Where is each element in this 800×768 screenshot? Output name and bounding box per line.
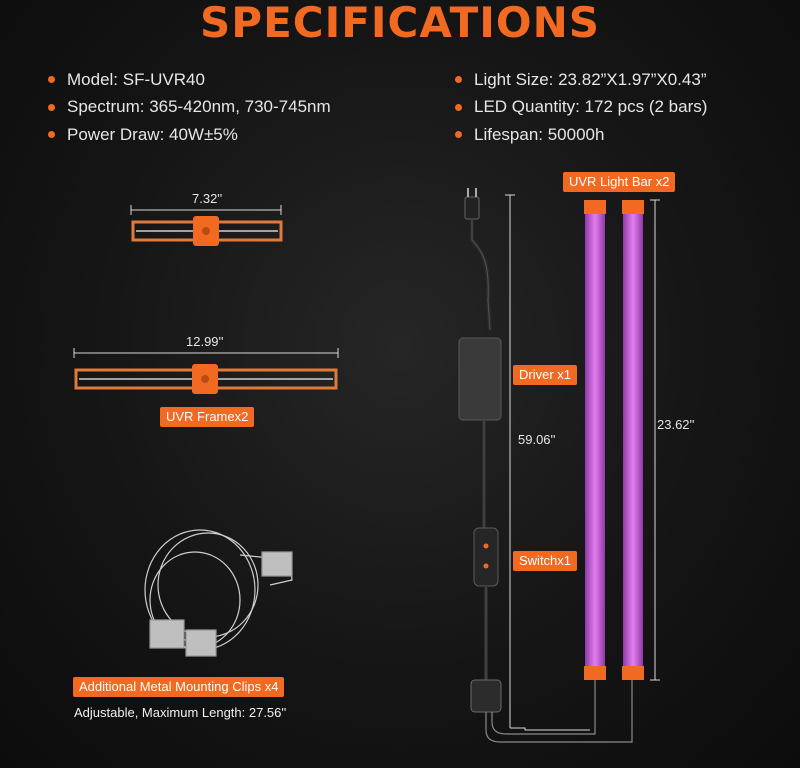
bullet-icon — [48, 131, 55, 139]
bullet-icon — [455, 103, 462, 111]
frame-large-width: 12.99'' — [186, 334, 224, 349]
mounting-clips-icon — [144, 529, 293, 657]
spec-text: Model: SF-UVR40 — [67, 69, 205, 89]
driver-icon — [458, 337, 502, 421]
switch-label: Switchx1 — [513, 551, 578, 571]
clips-note: Adjustable, Maximum Length: 27.56'' — [74, 705, 287, 720]
switch-icon — [473, 527, 499, 587]
clips-label: Additional Metal Mounting Clips x4 — [73, 677, 285, 697]
cable-splitter-icon — [470, 678, 633, 743]
frame-label: UVR Framex2 — [160, 407, 255, 427]
bullet-icon — [455, 131, 462, 139]
frame-small-width: 7.32'' — [192, 191, 223, 206]
power-plug-icon — [464, 188, 480, 220]
spec-item-lifespan: Lifespan: 50000h — [455, 121, 707, 149]
spec-text: Spectrum: 365-420nm, 730-745nm — [67, 97, 331, 117]
spec-text: LED Quantity: 172 pcs (2 bars) — [474, 97, 708, 117]
spec-item-spectrum: Spectrum: 365-420nm, 730-745nm — [48, 94, 331, 122]
spec-text: Lifespan: 50000h — [474, 124, 605, 144]
bullet-icon — [48, 76, 55, 84]
spec-text: Light Size: 23.82”X1.97”X0.43” — [474, 69, 707, 89]
spec-item-led-quantity: LED Quantity: 172 pcs (2 bars) — [455, 94, 707, 122]
spec-item-power: Power Draw: 40W±5% — [48, 121, 331, 149]
bullet-icon — [48, 103, 55, 111]
light-bar-1-icon — [584, 200, 606, 680]
bullet-icon — [455, 76, 462, 84]
spec-item-light-size: Light Size: 23.82”X1.97”X0.43” — [455, 66, 707, 94]
driver-label: Driver x1 — [513, 365, 578, 385]
page-title: SPECIFICATIONS — [200, 0, 600, 47]
spec-list-left: Model: SF-UVR40 Spectrum: 365-420nm, 730… — [48, 66, 331, 149]
bar-length: 23.62'' — [657, 417, 695, 432]
light-bar-2-icon — [622, 200, 644, 680]
cable-length: 59.06'' — [518, 432, 556, 447]
frame-large-icon — [73, 348, 339, 394]
spec-list-right: Light Size: 23.82”X1.97”X0.43” LED Quant… — [455, 66, 707, 149]
spec-text: Power Draw: 40W±5% — [67, 124, 238, 144]
spec-item-model: Model: SF-UVR40 — [48, 66, 331, 94]
light-bar-label: UVR Light Bar x2 — [563, 172, 676, 192]
frame-small-icon — [130, 205, 283, 246]
